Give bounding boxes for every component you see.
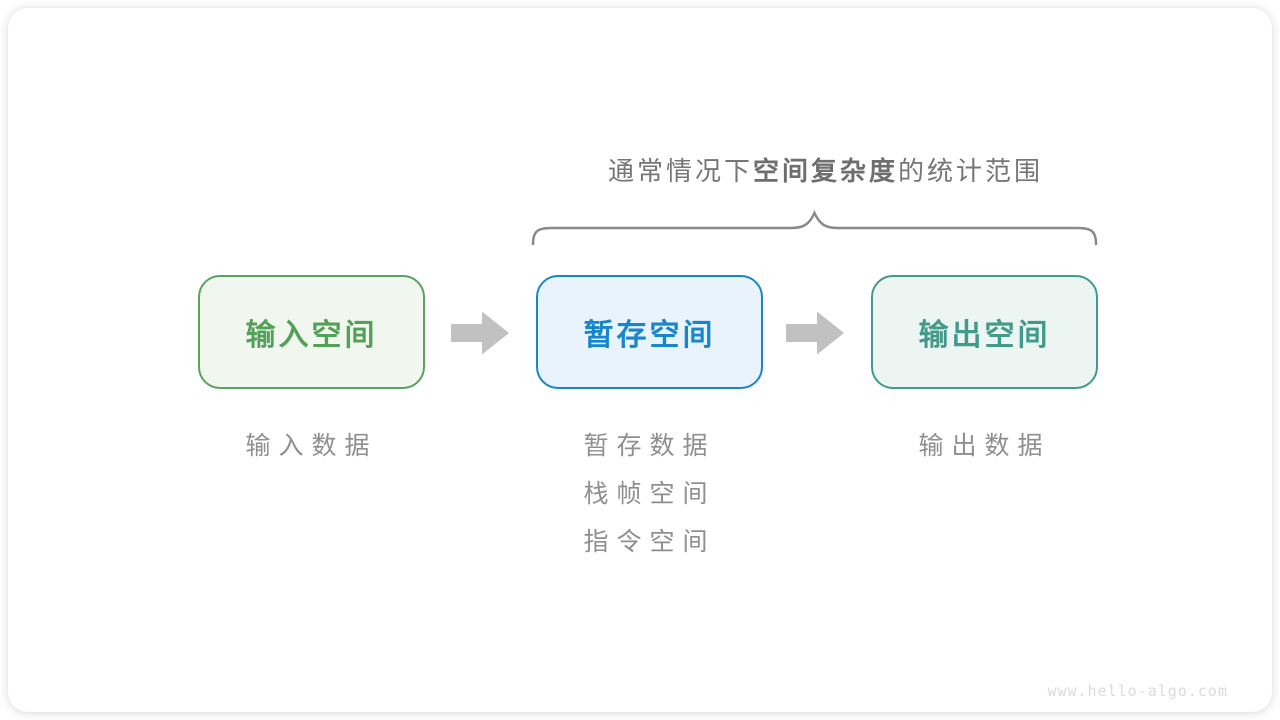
scope-title: 通常情况下空间复杂度的统计范围 (543, 151, 1108, 188)
arrow-right-icon (451, 311, 509, 355)
scope-title-suffix: 的统计范围 (898, 156, 1044, 186)
scope-title-prefix: 通常情况下 (607, 156, 753, 186)
note-temp-data: 暂存数据 (583, 432, 716, 460)
watermark: www.hello-algo.com (1047, 682, 1228, 700)
note-output-data: 输出数据 (918, 432, 1051, 460)
note-input-data: 输入数据 (245, 432, 378, 460)
box-output-space-label: 输出空间 (918, 319, 1051, 352)
box-temp-space-label: 暂存空间 (583, 319, 716, 352)
scope-title-emphasis: 空间复杂度 (752, 156, 898, 186)
box-temp-space: 暂存空间 (536, 275, 763, 389)
diagram-card: 通常情况下空间复杂度的统计范围 输入空间 暂存空间 输出空间 输入数据 暂存数据… (8, 8, 1272, 712)
note-instruction-space: 指令空间 (583, 528, 716, 556)
box-output-space: 输出空间 (871, 275, 1098, 389)
box-input-space: 输入空间 (198, 275, 425, 389)
box-input-space-label: 输入空间 (245, 319, 378, 352)
brace-icon (531, 210, 1098, 246)
arrow-right-icon (786, 311, 844, 355)
note-stack-frame-space: 栈帧空间 (583, 480, 716, 508)
note-temp-group: 暂存数据 栈帧空间 指令空间 (536, 422, 763, 566)
